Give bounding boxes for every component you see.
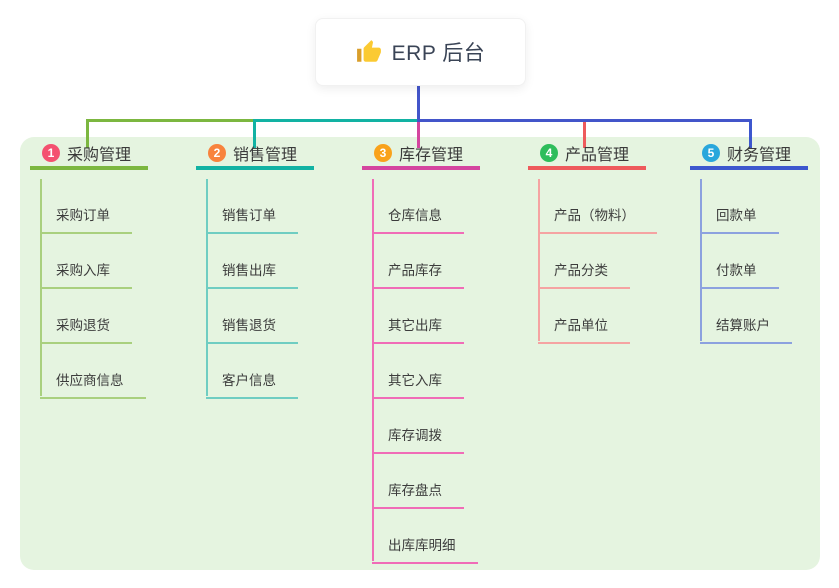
connector-branch-5-drop xyxy=(749,119,752,148)
connector-bus-segment-2 xyxy=(253,119,418,122)
branch-1-child-4[interactable]: 供应商信息 xyxy=(40,365,146,399)
branch-5-child-3[interactable]: 结算账户 xyxy=(700,310,792,344)
root-node-label: ERP 后台 xyxy=(391,42,486,65)
branch-2-number-badge: 2 xyxy=(208,144,226,162)
root-node-erp[interactable]: ERP 后台 xyxy=(315,18,526,86)
branch-5-child-2[interactable]: 付款单 xyxy=(700,255,779,289)
branch-5-child-1[interactable]: 回款单 xyxy=(700,200,779,234)
branch-4-title[interactable]: 4 产品管理 xyxy=(528,144,646,170)
connector-bus-segment-3 xyxy=(417,119,752,122)
branch-1-child-2[interactable]: 采购入库 xyxy=(40,255,132,289)
branch-4-child-3[interactable]: 产品单位 xyxy=(538,310,630,344)
connector-bus-segment-1 xyxy=(86,119,254,122)
branch-3-child-4[interactable]: 其它入库 xyxy=(372,365,464,399)
branch-1-label: 采购管理 xyxy=(67,147,132,164)
mindmap-background-panel xyxy=(20,137,820,570)
branch-2-title[interactable]: 2 销售管理 xyxy=(196,144,314,170)
connector-branch-5-children xyxy=(700,179,702,341)
branch-2-child-2[interactable]: 销售出库 xyxy=(206,255,298,289)
branch-4-child-2[interactable]: 产品分类 xyxy=(538,255,630,289)
thumbs-up-icon xyxy=(356,39,382,65)
connector-root-drop xyxy=(417,84,420,122)
branch-5-title[interactable]: 5 财务管理 xyxy=(690,144,808,170)
branch-2-label: 销售管理 xyxy=(233,147,298,164)
connector-branch-3-drop xyxy=(417,122,420,148)
branch-4-child-1[interactable]: 产品（物料） xyxy=(538,200,657,234)
connector-branch-4-children xyxy=(538,179,540,341)
branch-1-child-1[interactable]: 采购订单 xyxy=(40,200,132,234)
connector-branch-4-drop xyxy=(583,122,586,148)
connector-branch-3-children xyxy=(372,179,374,561)
connector-branch-2-drop xyxy=(253,119,256,148)
branch-3-number-badge: 3 xyxy=(374,144,392,162)
branch-3-child-2[interactable]: 产品库存 xyxy=(372,255,464,289)
branch-3-child-7[interactable]: 出库库明细 xyxy=(372,530,478,564)
branch-1-title[interactable]: 1 采购管理 xyxy=(30,144,148,170)
branch-3-title[interactable]: 3 库存管理 xyxy=(362,144,480,170)
branch-5-label: 财务管理 xyxy=(727,147,792,164)
branch-1-number-badge: 1 xyxy=(42,144,60,162)
branch-1-child-3[interactable]: 采购退货 xyxy=(40,310,132,344)
branch-3-child-6[interactable]: 库存盘点 xyxy=(372,475,464,509)
branch-2-child-4[interactable]: 客户信息 xyxy=(206,365,298,399)
branch-4-number-badge: 4 xyxy=(540,144,558,162)
branch-3-child-1[interactable]: 仓库信息 xyxy=(372,200,464,234)
branch-3-child-3[interactable]: 其它出库 xyxy=(372,310,464,344)
branch-2-child-1[interactable]: 销售订单 xyxy=(206,200,298,234)
branch-2-child-3[interactable]: 销售退货 xyxy=(206,310,298,344)
branch-5-number-badge: 5 xyxy=(702,144,720,162)
branch-3-child-5[interactable]: 库存调拨 xyxy=(372,420,464,454)
branch-4-label: 产品管理 xyxy=(565,147,630,164)
branch-3-label: 库存管理 xyxy=(399,147,464,164)
connector-branch-1-drop xyxy=(86,119,89,148)
